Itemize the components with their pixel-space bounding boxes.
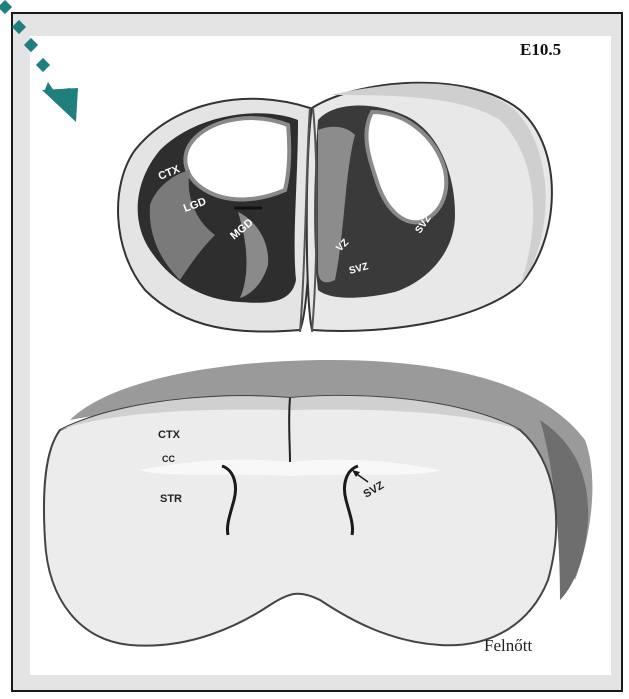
adult-brain bbox=[44, 396, 556, 646]
label-str: STR bbox=[160, 493, 182, 505]
label-cc: CC bbox=[162, 454, 175, 464]
arrow-icon bbox=[0, 0, 78, 122]
stage-label-embryo: E10.5 bbox=[520, 40, 561, 60]
label-ctx-adult: CTX bbox=[158, 429, 181, 441]
stage-label-adult: Felnőtt bbox=[484, 636, 532, 656]
adult-section bbox=[44, 360, 592, 646]
